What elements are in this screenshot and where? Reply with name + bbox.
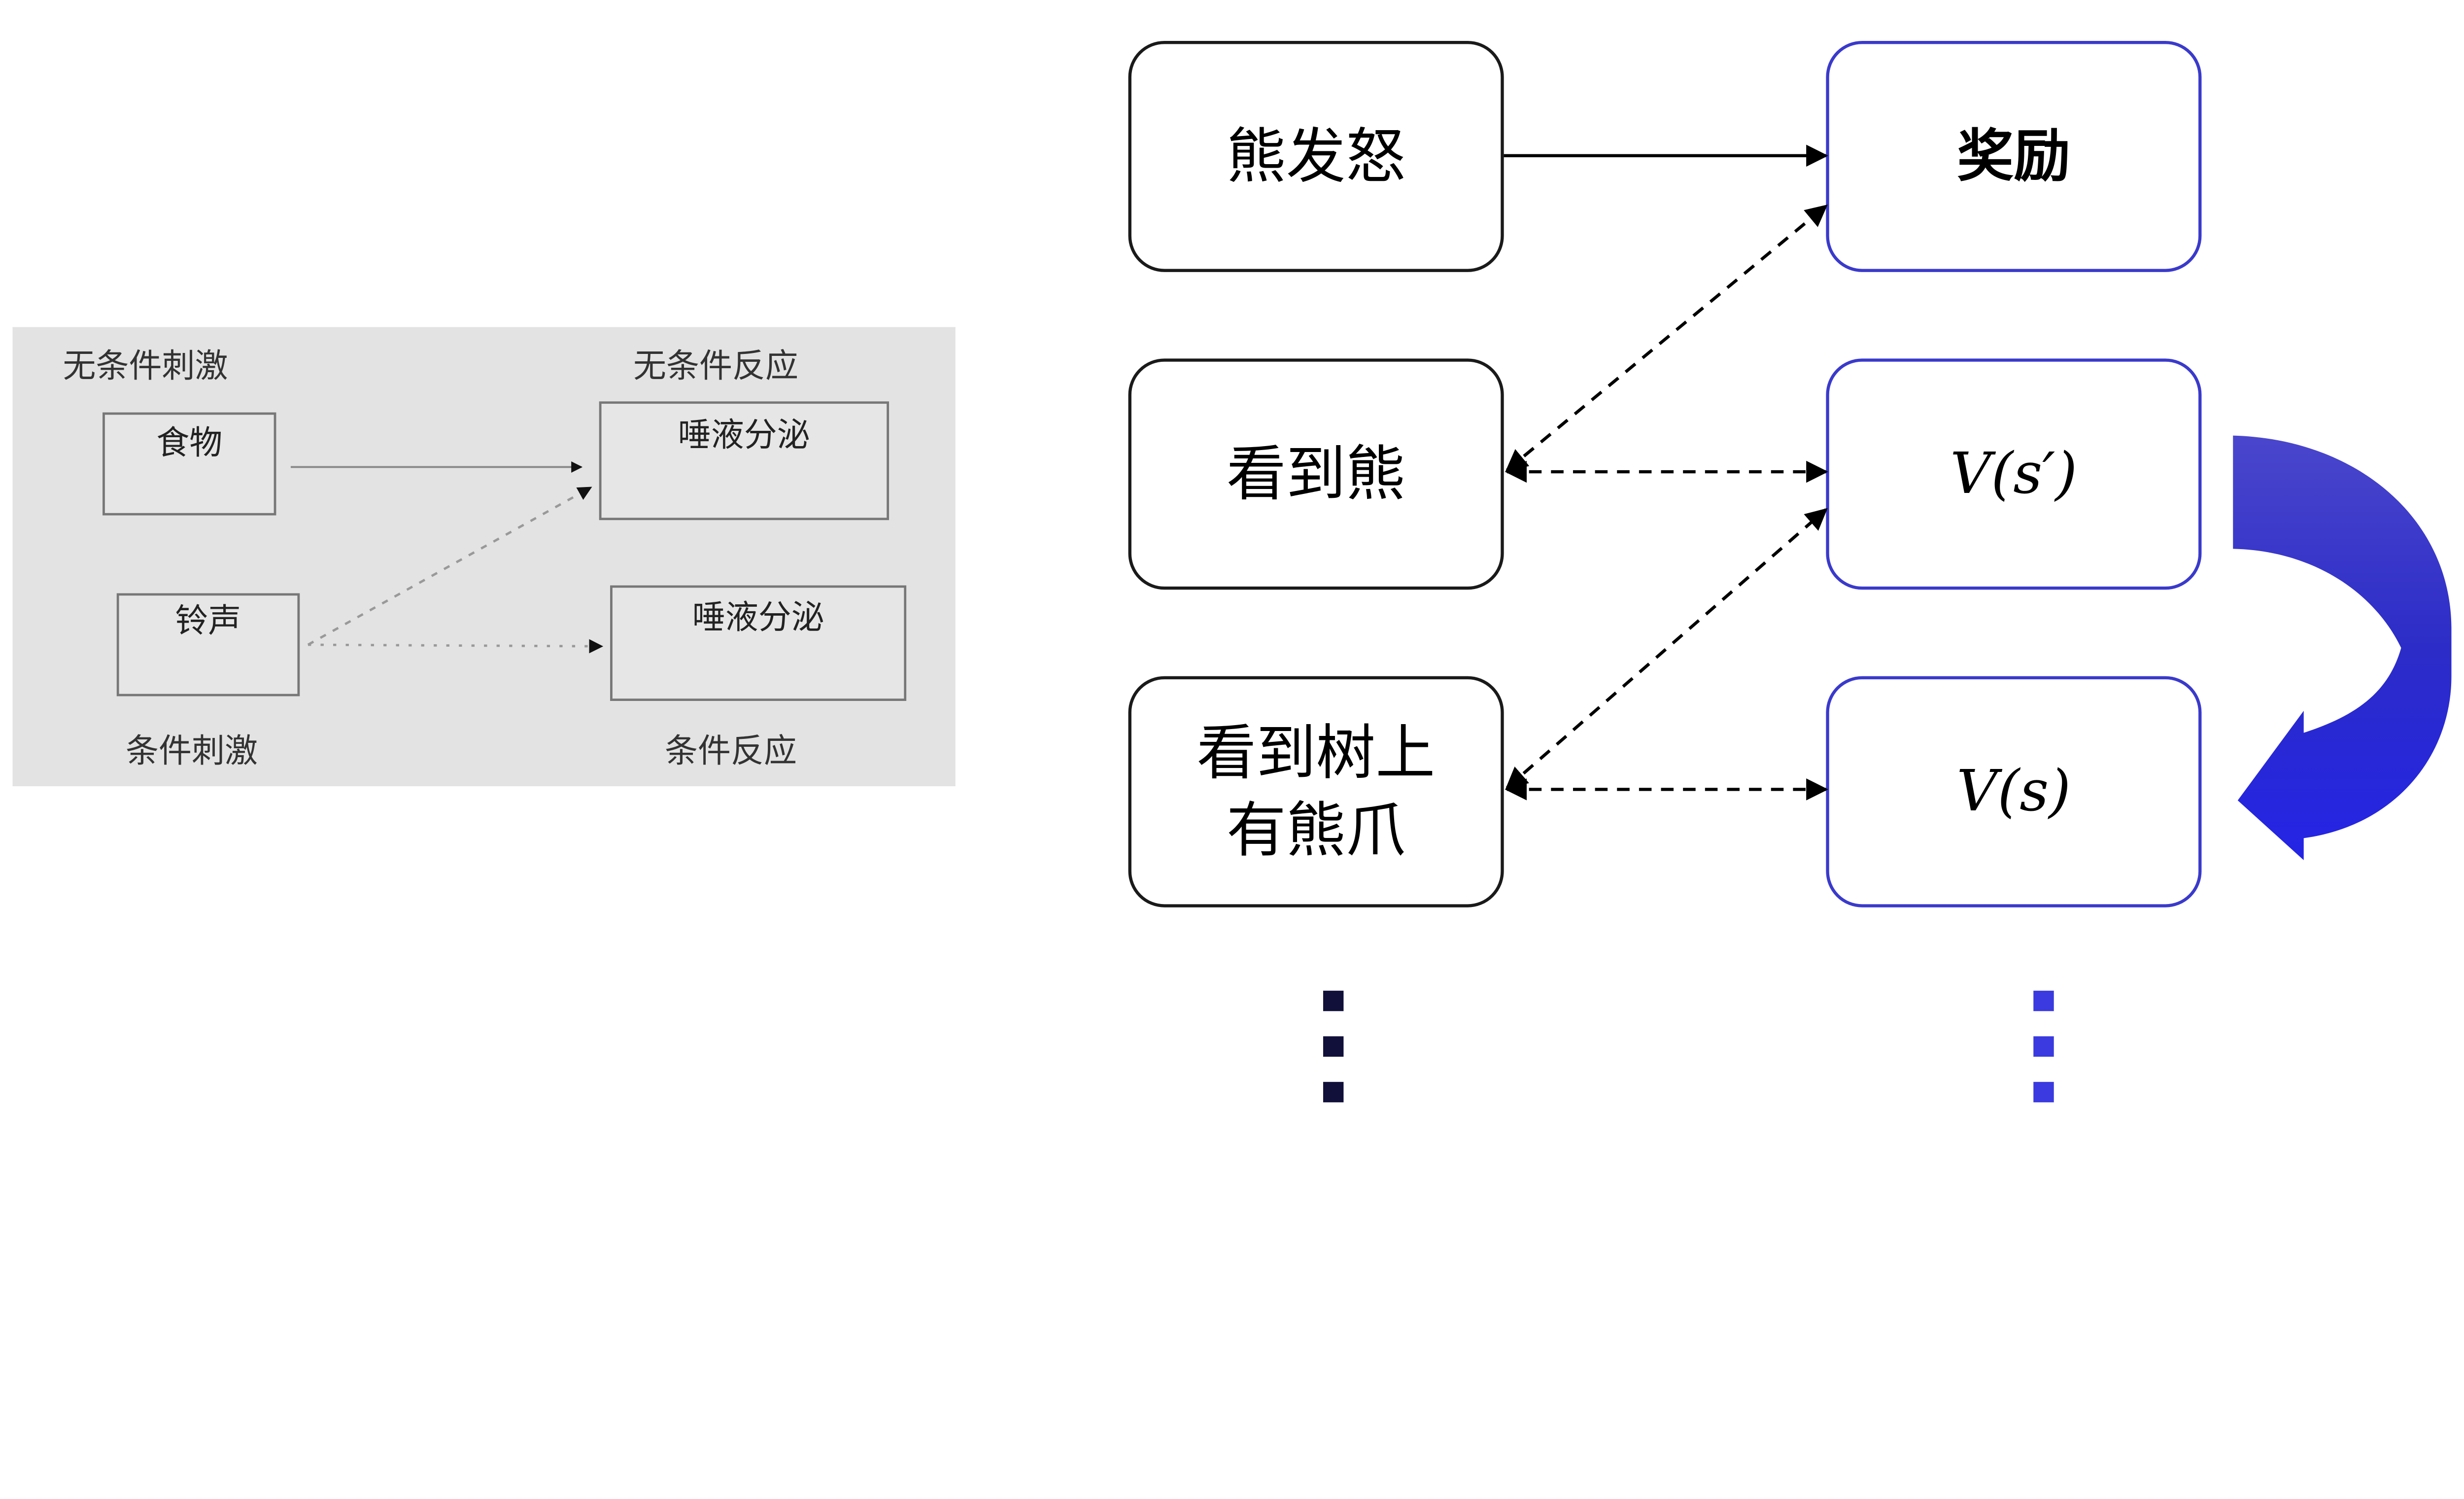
box-value-state-label-area: V(s) [1828,678,2200,906]
arrow-claw-value-next [1505,508,1828,790]
label-conditioned-response: 条件反应 [665,732,797,770]
box-bear-angry-label: 熊发怒 [1226,121,1405,191]
box-see-claw-line2: 有熊爪 [1226,796,1405,866]
box-see-bear [1128,358,1504,590]
label-unconditioned-response: 无条件反应 [633,346,798,385]
box-see-bear-label: 看到熊 [1226,439,1405,509]
box-bear-angry [1128,40,1504,272]
box-value-next-state-label-area: V(s′) [1828,360,2200,588]
box-salivation-2-label: 唾液分泌 [692,598,824,637]
label-conditioned-stimulus: 条件刺激 [126,732,258,770]
diagram-graphics [12,40,2452,1103]
arrow-bell-to-salivation-dotted [307,486,592,646]
arrow-see-bear-reward [1505,205,1828,472]
conditioning-background [12,327,956,787]
box-see-claw-marks [1128,676,1504,907]
box-bear-angry-label-area: 熊发怒 [1130,42,1503,271]
ellipsis-right-icon [2033,990,2054,1103]
box-food [103,412,276,516]
box-salivation-unconditioned [599,401,890,521]
box-value-next-state-label: V(s′) [1950,440,2078,507]
curved-backup-arrow-icon [2233,435,2452,861]
box-salivation-conditioned [610,585,907,701]
ellipsis-left-icon [1323,990,1344,1103]
box-bell-label: 铃声 [175,601,241,640]
box-see-claw-label-area: 看到树上 有熊爪 [1130,678,1503,906]
box-salivation-1-label: 唾液分泌 [678,416,810,454]
box-see-claw-line1: 看到树上 [1197,718,1436,788]
conditioning-diagram [12,327,956,787]
box-see-bear-label-area: 看到熊 [1130,360,1503,588]
box-value-state-label: V(s) [1956,758,2071,825]
value-diagram [1128,40,2452,1103]
label-unconditioned-stimulus: 无条件刺激 [63,346,228,385]
diagram-canvas: 无条件刺激 无条件反应 条件刺激 条件反应 食物 铃声 唾液分泌 唾液分泌 熊发… [12,40,2452,1103]
box-reward-label: 奖励 [1957,123,2071,189]
box-bell [116,593,300,697]
box-food-label: 食物 [156,423,223,462]
box-reward-label-area: 奖励 [1828,42,2200,271]
